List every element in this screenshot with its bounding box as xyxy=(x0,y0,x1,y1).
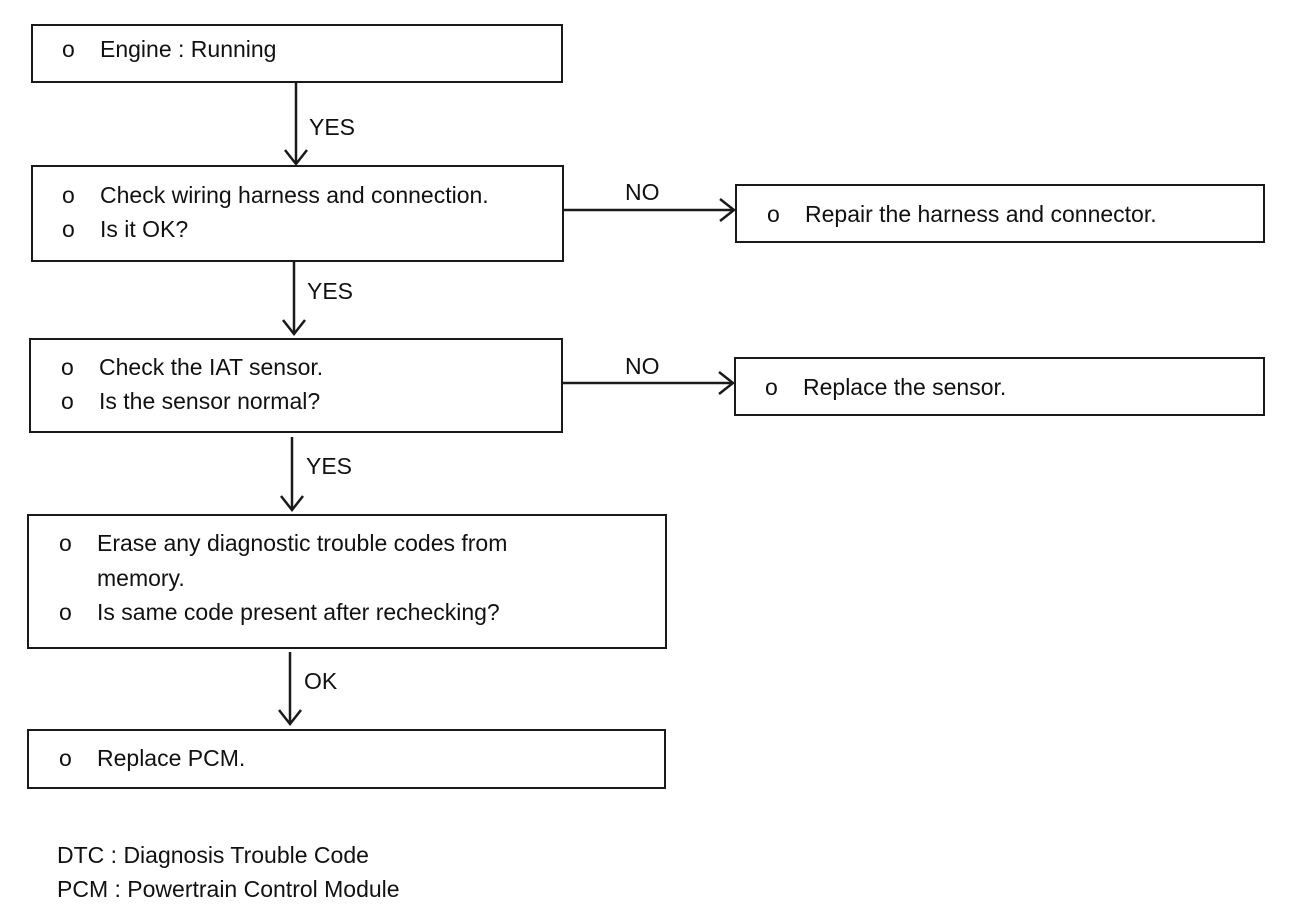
legend-pcm: PCM : Powertrain Control Module xyxy=(57,876,400,902)
arrow-wiring-to-repair xyxy=(563,198,737,222)
step-erase-line-1: o Erase any diagnostic trouble codes fro… xyxy=(59,526,507,560)
edge-label-wiring-to-iat: YES xyxy=(307,278,354,304)
step-replace-pcm xyxy=(27,729,666,789)
bullet: o xyxy=(62,216,75,242)
step-engine-line: o Engine : Running xyxy=(62,32,276,66)
step-wiring-line-2: o Is it OK? xyxy=(62,212,188,246)
step-erase-text-2: Is same code present after rechecking? xyxy=(97,599,500,625)
edge-label-iat-to-erase: YES xyxy=(306,453,353,479)
action-replace-sensor xyxy=(734,357,1265,416)
action-repair-text: Repair the harness and connector. xyxy=(805,201,1157,227)
bullet: o xyxy=(62,182,75,208)
action-replace-sensor-line: o Replace the sensor. xyxy=(765,370,1006,404)
bullet: o xyxy=(59,745,72,771)
bullet: o xyxy=(59,599,72,625)
action-repair-harness xyxy=(735,184,1265,243)
bullet: o xyxy=(767,201,780,227)
step-erase-dtc xyxy=(27,514,667,649)
step-check-wiring xyxy=(31,165,564,262)
step-wiring-text-2: Is it OK? xyxy=(100,216,189,242)
step-erase-line-2: o Is same code present after rechecking? xyxy=(59,595,500,629)
edge-label-engine-to-wiring: YES xyxy=(309,114,356,140)
action-repair-line: o Repair the harness and connector. xyxy=(767,197,1157,231)
step-wiring-text-1: Check wiring harness and connection. xyxy=(100,182,489,208)
step-iat-line-2: o Is the sensor normal? xyxy=(61,384,320,418)
bullet: o xyxy=(61,354,74,380)
bullet: o xyxy=(61,388,74,414)
step-pcm-line: o Replace PCM. xyxy=(59,741,245,775)
edge-label-iat-to-replace: NO xyxy=(625,353,660,379)
step-iat-text-2: Is the sensor normal? xyxy=(99,388,321,414)
step-erase-text-1: Erase any diagnostic trouble codes from xyxy=(97,530,508,556)
action-replace-sensor-text: Replace the sensor. xyxy=(803,374,1007,400)
arrow-engine-to-wiring xyxy=(284,82,308,167)
bullet: o xyxy=(765,374,778,400)
arrow-iat-to-replace-sensor xyxy=(562,371,736,395)
step-engine-text: Engine : Running xyxy=(100,36,277,62)
step-iat-text-1: Check the IAT sensor. xyxy=(99,354,324,380)
step-erase-line-1b: memory. xyxy=(97,561,185,595)
bullet: o xyxy=(62,36,75,62)
arrow-iat-to-erase xyxy=(280,437,304,513)
step-check-iat-sensor xyxy=(29,338,563,433)
step-engine-running xyxy=(31,24,563,83)
bullet: o xyxy=(59,530,72,556)
step-wiring-line-1: o Check wiring harness and connection. xyxy=(62,178,489,212)
edge-label-wiring-to-repair: NO xyxy=(625,179,660,205)
legend-dtc: DTC : Diagnosis Trouble Code xyxy=(57,842,369,868)
step-iat-line-1: o Check the IAT sensor. xyxy=(61,350,323,384)
step-pcm-text: Replace PCM. xyxy=(97,745,246,771)
arrow-wiring-to-iat xyxy=(282,262,306,337)
arrow-erase-to-pcm xyxy=(278,652,302,727)
step-erase-text-1b: memory. xyxy=(97,565,185,591)
edge-label-erase-to-pcm: OK xyxy=(304,668,338,694)
